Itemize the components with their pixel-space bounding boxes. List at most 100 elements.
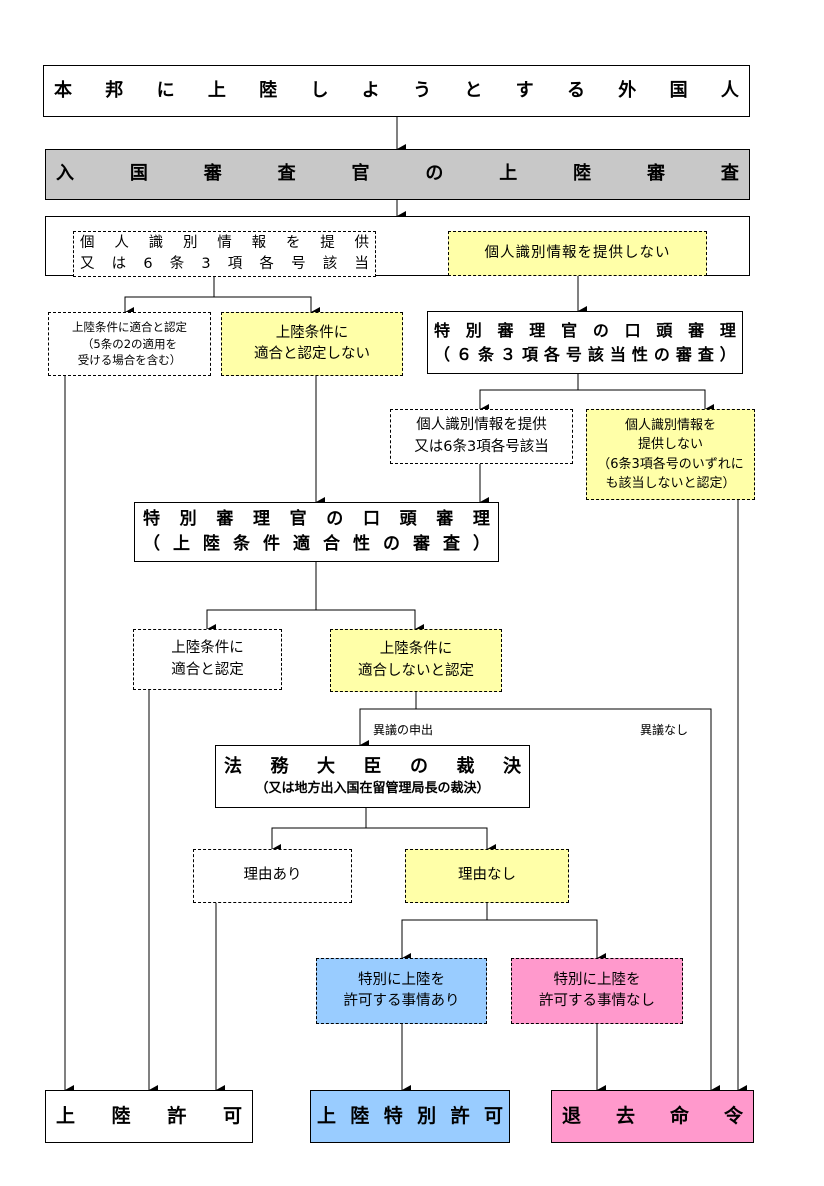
none-line2: 提供しない: [637, 437, 703, 452]
none-line1: 個人識別情報を: [624, 417, 716, 433]
recognized2-line2: 適合と認定: [171, 661, 244, 678]
char: 務: [270, 756, 289, 778]
char: 臣: [363, 756, 382, 778]
char: 審: [436, 509, 454, 530]
foreigner-text: 本邦に上陸しようとする外国人: [54, 78, 739, 104]
recognized-line3: 受ける場合を含む）: [77, 353, 182, 368]
notrec2-line2: 適合しないと認定: [358, 662, 474, 679]
char: し: [310, 79, 329, 101]
landing-text: 上陸許可: [56, 1103, 242, 1131]
char: 査: [720, 163, 739, 185]
char: と: [464, 79, 483, 101]
special-yes-line1: 特別に上陸を: [358, 971, 445, 988]
not-provide-top-text: 個人識別情報を提供しない: [484, 244, 671, 261]
char: 性: [631, 344, 648, 364]
arrow-oral-split-2: [578, 389, 714, 414]
char: 上: [207, 79, 226, 101]
char: 当: [609, 344, 626, 364]
arrow-notrec2-objection: [359, 692, 417, 750]
char: 退: [562, 1104, 582, 1127]
char: の: [592, 321, 609, 341]
char: 各: [543, 344, 560, 364]
char: 性: [353, 534, 370, 554]
node-with-reason: 理由あり: [193, 849, 352, 903]
node-special-yes: 特別に上陸を 許可する事情あり: [316, 958, 487, 1024]
char: 条: [233, 534, 250, 554]
recognized-line2: （5条の2の適用を: [81, 336, 178, 351]
arrow-oral2-split: [206, 562, 317, 634]
node-without-reason: 理由なし: [405, 849, 569, 903]
node-not-provide-none: 個人識別情報を 提供しない （6条3項各号のいずれに も該当しないと認定）: [586, 409, 755, 500]
char: 審: [497, 321, 514, 341]
char: 人: [114, 234, 129, 251]
char: 理: [472, 509, 490, 530]
char: 可: [483, 1104, 503, 1127]
deportation-text: 退去命令: [562, 1103, 743, 1131]
char: 個: [80, 234, 95, 251]
char: 別: [179, 509, 197, 530]
char: 審: [688, 321, 705, 341]
char: 適: [293, 534, 310, 554]
char: 審: [413, 534, 430, 554]
char: 命: [669, 1104, 689, 1127]
char: 許: [450, 1104, 470, 1127]
special-yes-line2: 許可する事情あり: [343, 993, 460, 1009]
char: 3: [201, 256, 211, 272]
char: 令: [723, 1104, 743, 1127]
node-inspection: 入国審査官の上陸審査: [45, 149, 750, 200]
char: 査: [277, 163, 296, 185]
not-recognized-line1: 上陸条件に: [275, 324, 349, 341]
char: 査: [443, 534, 460, 554]
oral63-line1: 特別審理官の口頭審理: [434, 319, 736, 342]
char: 陸: [259, 79, 278, 101]
char: の: [383, 534, 400, 554]
char: の: [653, 344, 670, 364]
char: ）: [719, 344, 736, 364]
arrow-notrec2-noobjection: [416, 708, 720, 1095]
char: 上: [317, 1104, 337, 1127]
char: る: [566, 79, 585, 101]
char: 別: [417, 1104, 437, 1127]
char: 項: [521, 344, 538, 364]
not-recognized-line2: 適合と認定しない: [254, 346, 370, 362]
char: 6: [143, 256, 153, 272]
char: 国: [129, 163, 148, 185]
char: 別: [465, 321, 482, 341]
char: す: [515, 79, 534, 101]
with-reason-text: 理由あり: [243, 867, 302, 884]
char: 供: [354, 234, 370, 251]
char: 許: [167, 1104, 187, 1127]
char: 又: [80, 256, 95, 272]
char: を: [285, 234, 301, 251]
char: よ: [361, 79, 380, 101]
char: 理: [252, 509, 270, 530]
char: の: [425, 163, 444, 185]
node-recognized-conditions: 上陸条件に適合と認定 （5条の2の適用を 受ける場合を含む）: [48, 312, 211, 376]
char: 特: [143, 509, 160, 530]
arrow-split-left-2: [214, 296, 320, 317]
node-not-recognized-2: 上陸条件に 適合しないと認定: [330, 629, 502, 692]
arrow-minister-split: [271, 808, 367, 854]
char: 官: [289, 509, 307, 530]
char: 審: [203, 163, 222, 185]
node-special-no: 特別に上陸を 許可する事情なし: [511, 958, 683, 1024]
char: 陸: [203, 534, 220, 554]
char: ６: [455, 344, 472, 364]
char: 件: [263, 534, 280, 554]
minister-line1: 法務大臣の裁決: [224, 754, 521, 780]
char: 特: [383, 1104, 403, 1127]
char: （: [434, 344, 451, 364]
char: 上: [56, 1104, 76, 1127]
char: 各: [259, 256, 274, 272]
label-objection: 異議の申出: [373, 723, 434, 737]
char: 口: [362, 509, 380, 530]
char: 口: [624, 321, 641, 341]
char: 理: [719, 321, 736, 341]
char: 官: [351, 163, 370, 185]
char: ３: [499, 344, 516, 364]
char: 審: [216, 509, 234, 530]
char: 合: [323, 534, 340, 554]
